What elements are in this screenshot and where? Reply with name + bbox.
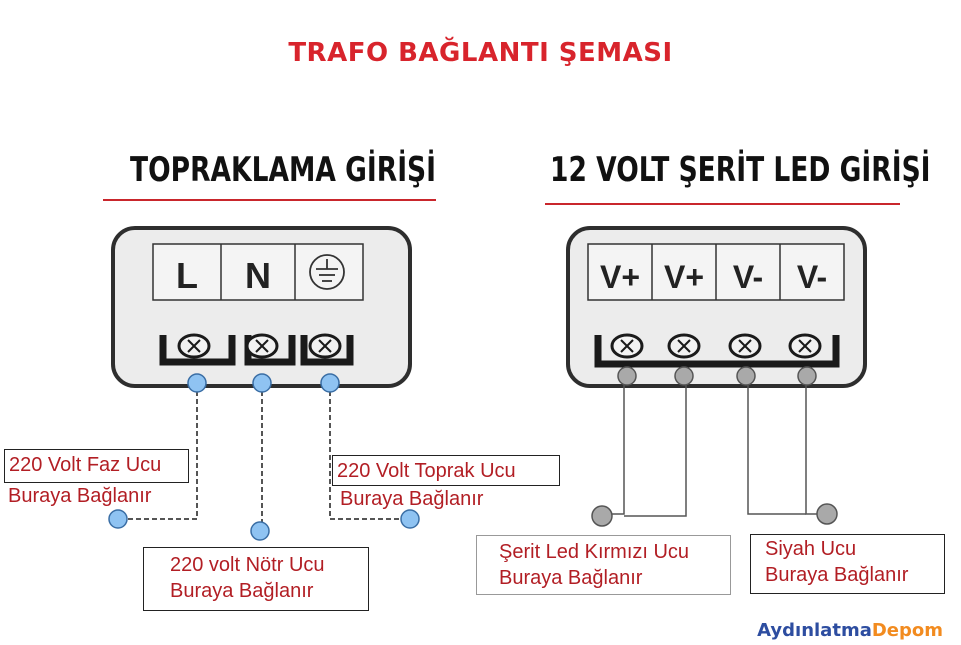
screw-icon xyxy=(610,333,644,359)
right-heading-underline xyxy=(545,203,900,205)
terminal-dot xyxy=(617,366,637,386)
notr-callout: 220 volt Nötr Ucu Buraya Bağlanır xyxy=(143,547,369,611)
terminal-dot xyxy=(320,373,340,393)
siyah-callout: Siyah Ucu Buraya Bağlanır xyxy=(750,534,945,594)
screw-icon xyxy=(308,333,342,359)
left-screw-row xyxy=(159,333,354,366)
notr-callout-line1: 220 volt Nötr Ucu xyxy=(170,554,325,576)
toprak-callout-line2: Buraya Bağlanır xyxy=(340,488,484,510)
right-wires xyxy=(600,378,826,517)
terminal-label-L: L xyxy=(176,255,198,296)
right-terminal-block: V+ V+ V- V- xyxy=(566,226,867,388)
screw-icon xyxy=(667,333,701,359)
left-connection-dots xyxy=(108,373,420,541)
red-end-dot xyxy=(591,505,613,527)
diagram-title: TRAFO BAĞLANTI ŞEMASI xyxy=(288,38,673,68)
right-heading: 12 VOLT ŞERİT LED GİRİŞİ xyxy=(550,150,931,190)
black-end-dot xyxy=(816,503,838,525)
screw-icon xyxy=(788,333,822,359)
right-screw-row xyxy=(594,333,840,368)
ground-icon xyxy=(309,254,345,290)
left-heading: TOPRAKLAMA GİRİŞİ xyxy=(130,150,437,190)
terminal-label-vminus-1: V- xyxy=(733,259,763,295)
red-wire-a xyxy=(600,378,625,515)
terminal-label-vplus-2: V+ xyxy=(664,259,704,295)
notr-callout-line2: Buraya Bağlanır xyxy=(170,580,314,602)
right-connection-dots xyxy=(591,366,838,527)
toprak-callout-line1: 220 Volt Toprak Ucu xyxy=(332,455,560,486)
terminal-dot xyxy=(736,366,756,386)
faz-callout-line1: 220 Volt Faz Ucu xyxy=(4,449,189,483)
terminal-dot xyxy=(187,373,207,393)
brand-part2: Depom xyxy=(871,620,943,641)
toprak-end-dot xyxy=(400,509,420,529)
brand-part1: Aydınlatma xyxy=(757,620,872,641)
faz-callout-line2: Buraya Bağlanır xyxy=(8,485,152,507)
kirmizi-callout-line1: Şerit Led Kırmızı Ucu xyxy=(499,541,690,563)
left-wires xyxy=(118,383,410,530)
kirmizi-callout: Şerit Led Kırmızı Ucu Buraya Bağlanır xyxy=(476,535,731,595)
left-terminal-block: L N xyxy=(111,226,412,388)
kirmizi-callout-line2: Buraya Bağlanır xyxy=(499,567,643,589)
screw-icon xyxy=(177,333,211,359)
screw-icon xyxy=(728,333,762,359)
faz-end-dot xyxy=(108,509,128,529)
left-heading-underline xyxy=(103,199,436,201)
toprak-wire xyxy=(329,383,410,520)
notr-end-dot xyxy=(250,521,270,541)
terminal-label-vminus-2: V- xyxy=(797,259,827,295)
terminal-dot xyxy=(674,366,694,386)
red-wire-b xyxy=(624,378,687,517)
terminal-dot xyxy=(252,373,272,393)
siyah-callout-line2: Buraya Bağlanır xyxy=(765,564,909,586)
black-wire-a xyxy=(747,378,806,515)
faz-wire xyxy=(118,383,198,520)
brand-logo: AydınlatmaDepom xyxy=(757,620,943,641)
terminal-label-N: N xyxy=(245,255,271,296)
siyah-callout-line1: Siyah Ucu xyxy=(765,538,857,560)
screw-icon xyxy=(245,333,279,359)
terminal-label-vplus-1: V+ xyxy=(600,259,640,295)
terminal-dot xyxy=(797,366,817,386)
black-wire-b xyxy=(805,378,826,515)
